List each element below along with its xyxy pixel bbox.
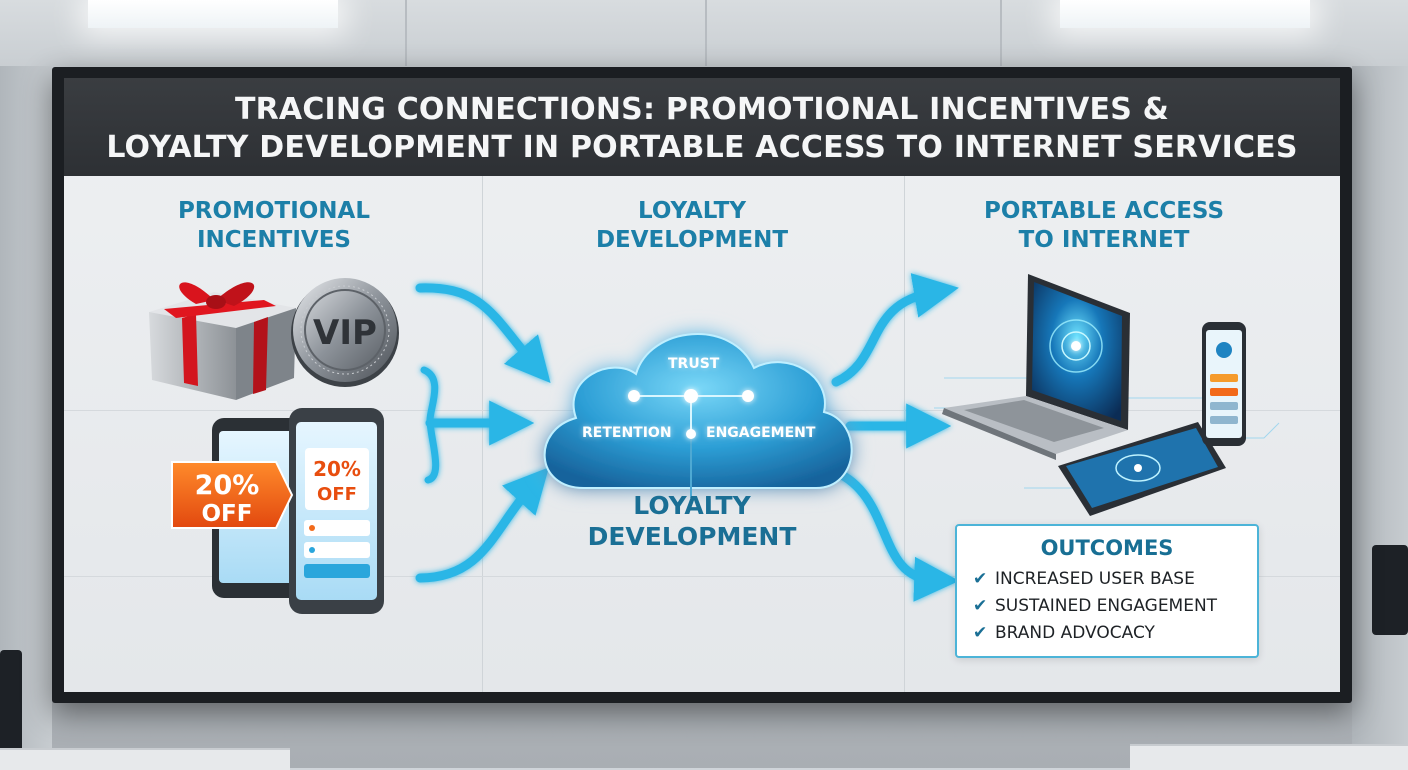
phone-banner-percent: 20% <box>313 457 361 481</box>
tag-percent: 20% <box>195 470 260 501</box>
presentation-screen: TRACING CONNECTIONS: PROMOTIONAL INCENTI… <box>64 78 1340 692</box>
outcome-item: ✔INCREASED USER BASE <box>973 566 1257 593</box>
outcomes-heading: OUTCOMES <box>1040 536 1174 560</box>
outcomes-box: OUTCOMES ✔INCREASED USER BASE ✔SUSTAINED… <box>955 524 1259 658</box>
heading-portable-access: PORTABLE ACCESS TO INTERNET <box>983 198 1225 253</box>
wall-right <box>1352 66 1408 768</box>
cloud-label-retention: RETENTION <box>582 425 672 441</box>
arrow-cloud-to-outcomes <box>831 467 960 602</box>
background-chair <box>1372 545 1408 635</box>
title-line-1: TRACING CONNECTIONS: PROMOTIONAL INCENTI… <box>234 92 1170 127</box>
vip-label: VIP <box>313 313 377 353</box>
cloud-icon <box>543 333 853 498</box>
desk-right <box>1130 744 1408 770</box>
arrow-cloud-to-laptop <box>831 273 959 387</box>
outcome-item: ✔BRAND ADVOCACY <box>973 620 1257 647</box>
diagram-canvas: VIP 20% OFF 20% OFF <box>149 273 1280 614</box>
phones-discount-icon: 20% OFF 20% OFF <box>171 408 384 614</box>
loyalty-development-label: LOYALTY DEVELOPMENT <box>587 491 797 551</box>
flow-arrows <box>415 273 960 602</box>
phone-banner-off: OFF <box>317 484 357 505</box>
background-monitor <box>0 650 22 760</box>
smartphone-icon <box>1202 322 1246 446</box>
outcomes-list: ✔INCREASED USER BASE ✔SUSTAINED ENGAGEME… <box>973 566 1257 647</box>
cloud-label-engagement: ENGAGEMENT <box>706 425 816 441</box>
desk-left <box>0 748 290 770</box>
checkmark-icon: ✔ <box>973 596 988 616</box>
gift-box-icon <box>149 282 296 400</box>
vip-coin-icon: VIP <box>291 278 399 387</box>
outcome-item: ✔SUSTAINED ENGAGEMENT <box>973 593 1257 620</box>
heading-promotional-incentives: PROMOTIONAL INCENTIVES <box>177 198 371 253</box>
cloud-label-trust: TRUST <box>668 356 720 372</box>
heading-loyalty-development: LOYALTY DEVELOPMENT <box>595 198 789 253</box>
title-line-2: LOYALTY DEVELOPMENT IN PORTABLE ACCESS T… <box>106 130 1298 165</box>
checkmark-icon: ✔ <box>973 569 988 589</box>
arrow-phone-to-cloud <box>415 467 549 583</box>
tag-off: OFF <box>202 501 253 527</box>
tablet-icon <box>1058 422 1226 516</box>
laptop-icon <box>942 274 1130 460</box>
ceiling <box>0 0 1408 66</box>
arrow-gift-to-cloud <box>415 283 551 384</box>
checkmark-icon: ✔ <box>973 623 988 643</box>
ceiling-light <box>1060 0 1310 28</box>
title-bar: TRACING CONNECTIONS: PROMOTIONAL INCENTI… <box>64 78 1340 176</box>
ceiling-light <box>88 0 338 28</box>
